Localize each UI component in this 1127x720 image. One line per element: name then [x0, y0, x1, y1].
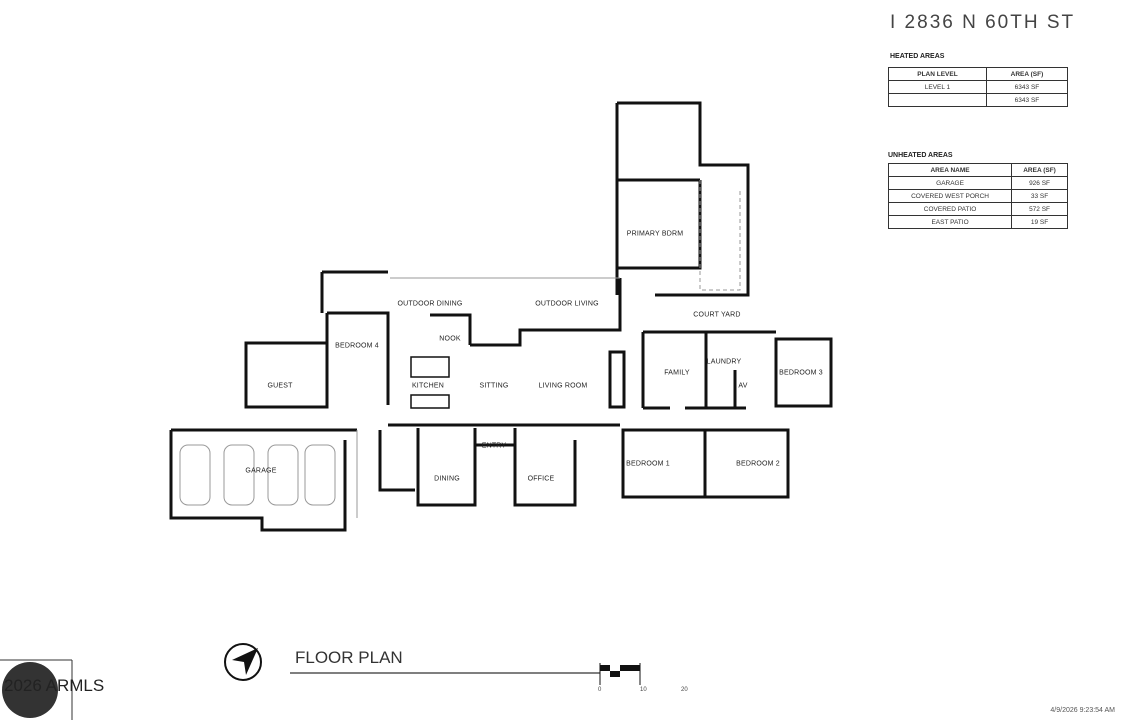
- room-label: LIVING ROOM: [538, 382, 588, 390]
- car-outline: [304, 444, 336, 506]
- room-label: SITTING: [479, 382, 509, 390]
- garage-walls: [169, 428, 415, 532]
- outdoor-walls: [430, 278, 622, 347]
- scale-bar: [290, 663, 641, 685]
- east-wing-walls: [641, 330, 833, 410]
- room-label: KITCHEN: [411, 382, 445, 390]
- room-label: LAUNDRY: [706, 358, 742, 366]
- heated-areas-title: HEATED AREAS: [890, 53, 945, 60]
- bedrooms-1-2-walls: [621, 428, 790, 499]
- property-address: I 2836 N 60TH ST: [890, 12, 1076, 33]
- scale-label: 0: [598, 687, 602, 693]
- cell: 6343 SF: [985, 93, 1069, 107]
- car-outline: [267, 444, 299, 506]
- kitchen-fixtures: [410, 356, 450, 409]
- room-label: GUEST: [267, 382, 293, 390]
- room-label: NOOK: [439, 335, 461, 343]
- watermark-logo: [0, 659, 73, 720]
- drawing-title: FLOOR PLAN: [295, 648, 403, 667]
- cell: EAST PATIO: [887, 215, 1013, 229]
- room-label: BEDROOM 1: [626, 460, 670, 468]
- kitchen-island: [410, 356, 450, 378]
- room-label: PRIMARY BDRM: [626, 230, 684, 238]
- fireplace: [608, 350, 626, 409]
- car-outline: [223, 444, 255, 506]
- bedroom4-walls: [320, 270, 390, 407]
- room-label: COURT YARD: [693, 311, 741, 319]
- room-label: BEDROOM 4: [335, 342, 379, 350]
- room-label: GARAGE: [245, 467, 277, 475]
- cell: 19 SF: [1011, 215, 1068, 229]
- room-label: OUTDOOR DINING: [397, 300, 463, 308]
- room-label: OUTDOOR LIVING: [535, 300, 599, 308]
- cell: [888, 93, 987, 107]
- room-label: OFFICE: [527, 475, 555, 483]
- scale-label: 10: [640, 687, 647, 693]
- walls: [169, 101, 833, 532]
- watermark-text: 2026 ARMLS: [4, 676, 105, 695]
- table-row: 6343 SF: [888, 93, 1069, 107]
- room-label: FAMILY: [664, 369, 690, 377]
- scale-label: 20: [681, 687, 688, 693]
- room-label: DINING: [434, 475, 460, 483]
- main-walls: [388, 423, 620, 507]
- kitchen-counter: [410, 394, 450, 409]
- car-outline: [179, 444, 211, 506]
- guest-walls: [244, 341, 329, 409]
- room-label: ENTRY: [481, 442, 507, 450]
- room-label: BEDROOM 3: [779, 369, 823, 377]
- room-label: AV: [738, 382, 748, 390]
- primary-wing-walls: [615, 101, 750, 297]
- unheated-areas-title: UNHEATED AREAS: [888, 152, 953, 159]
- room-label: BEDROOM 2: [736, 460, 780, 468]
- light-lines: [179, 180, 741, 518]
- timestamp: 4/9/2026 9:23:54 AM: [1050, 707, 1115, 714]
- north-arrow-icon: [224, 643, 262, 681]
